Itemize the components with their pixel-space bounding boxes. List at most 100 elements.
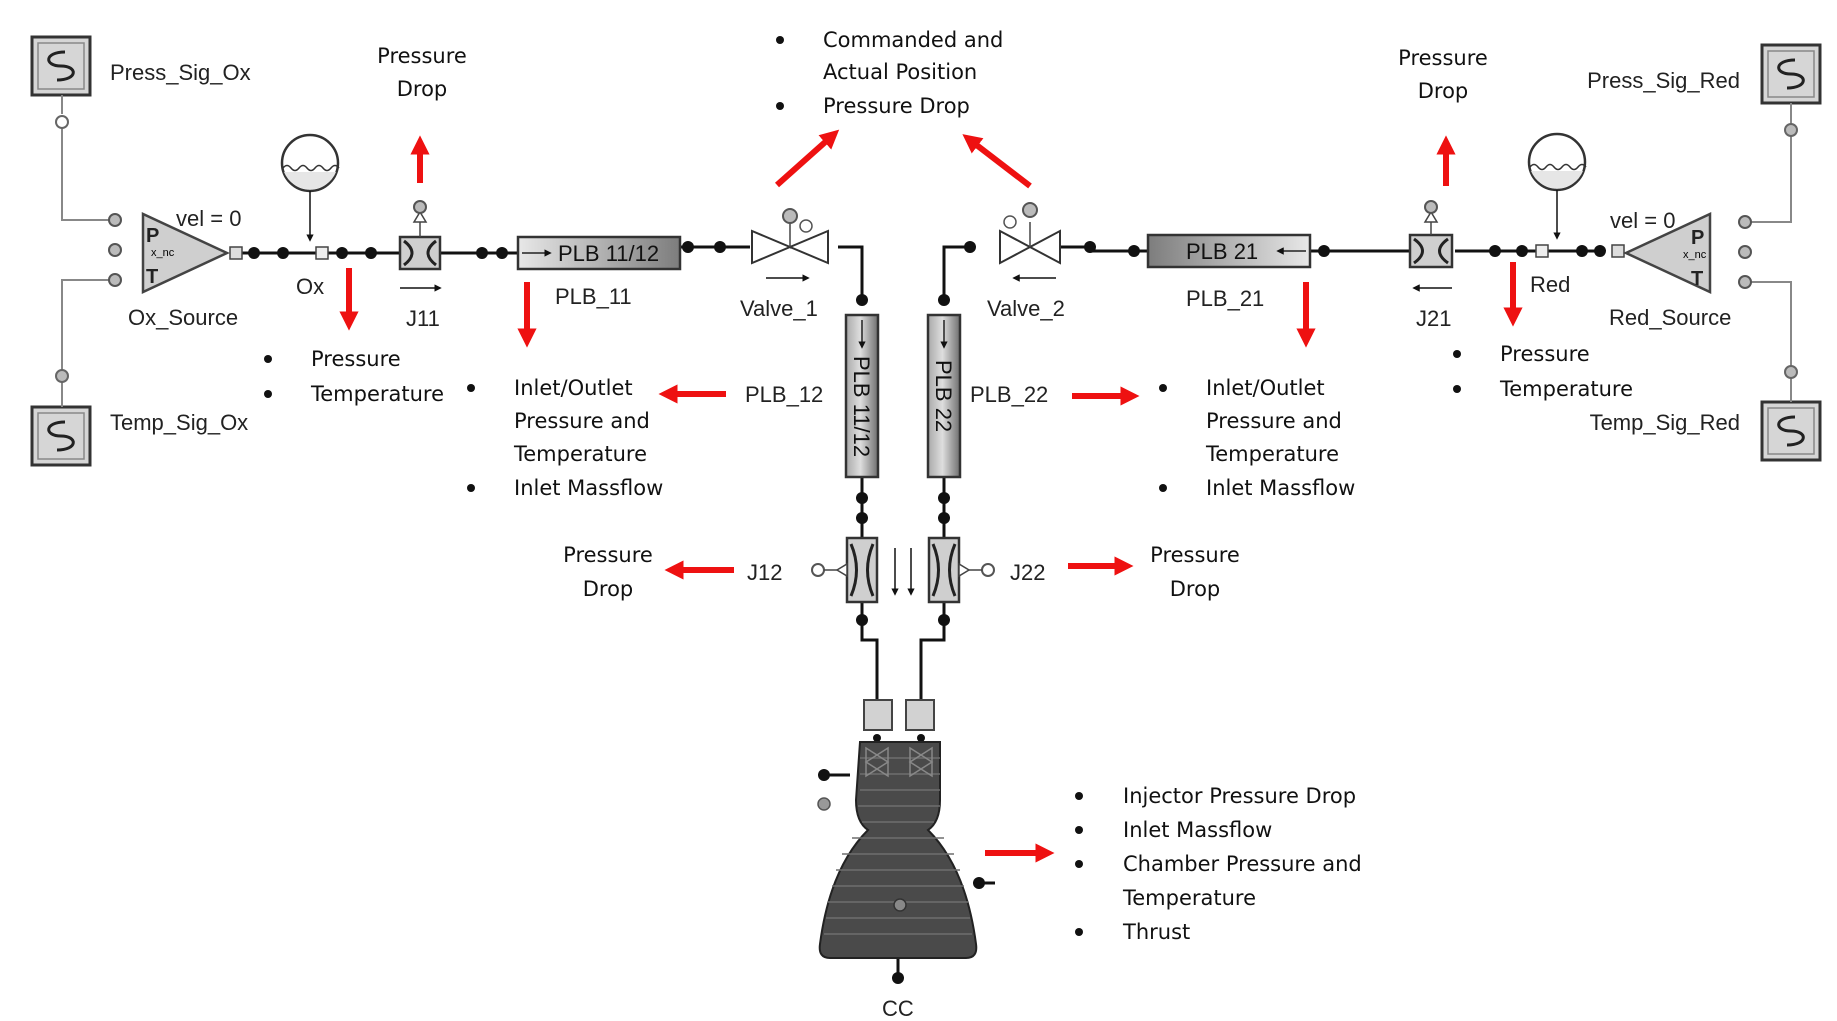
- junction-j12[interactable]: J12: [747, 536, 879, 626]
- valve-1-label: Valve_1: [740, 296, 818, 321]
- j12-label: J12: [747, 560, 782, 585]
- plb-22-label: PLB_22: [970, 382, 1048, 407]
- annotation-j21: Pressure Drop: [1398, 46, 1488, 103]
- rocket-engine-icon: [818, 741, 978, 959]
- red-source[interactable]: P x_nc T vel = 0 Red_Source: [1609, 208, 1752, 330]
- annotation-plb-11: Inlet/Outlet Pressure and Temperature In…: [467, 376, 663, 500]
- junction-j21[interactable]: J21: [1408, 200, 1454, 331]
- ox-source-vel: vel = 0: [176, 206, 241, 231]
- note-line: Inlet Massflow: [1206, 476, 1355, 500]
- valve-1[interactable]: Valve_1: [682, 208, 829, 321]
- note-line: Chamber Pressure and: [1123, 852, 1362, 876]
- note-line: Inlet/Outlet: [514, 376, 633, 400]
- j11-label: J11: [406, 306, 440, 331]
- note-line: Thrust: [1122, 920, 1190, 944]
- note-line: Drop: [397, 77, 448, 101]
- junction-j11[interactable]: J11: [398, 200, 442, 331]
- annotation-valves: Commanded and Actual Position Pressure D…: [776, 28, 1003, 118]
- cc-label: CC: [882, 996, 914, 1021]
- pipe-plb-12[interactable]: PLB 11/12 PLB_12: [745, 294, 880, 524]
- temp-sig-ox[interactable]: Temp_Sig_Ox: [30, 369, 248, 467]
- pipe-plb-11[interactable]: PLB 11/12 PLB_11: [476, 235, 682, 309]
- red-source-xnc: x_nc: [1683, 249, 1707, 261]
- note-line: Pressure: [563, 543, 653, 567]
- note-line: Temperature: [1205, 442, 1339, 466]
- press-sig-red[interactable]: Press_Sig_Red: [1587, 43, 1822, 137]
- note-line: Temperature: [1122, 886, 1256, 910]
- signal-source-icon: [47, 420, 75, 452]
- note-line: Pressure: [1500, 342, 1590, 366]
- temp-sig-red[interactable]: Temp_Sig_Red: [1590, 365, 1822, 462]
- plb-11-12-pipe-text: PLB 11/12: [558, 241, 659, 266]
- note-line: Commanded and: [823, 28, 1003, 52]
- note-line: Inlet/Outlet: [1206, 376, 1325, 400]
- press-sig-ox[interactable]: Press_Sig_Ox: [30, 35, 251, 129]
- reservoir-icon: [280, 133, 340, 242]
- ox-source-p: P: [146, 225, 159, 247]
- annotation-j12: Pressure Drop: [563, 543, 653, 601]
- signal-source-icon: [1777, 58, 1805, 90]
- plb-11-label: PLB_11: [555, 284, 632, 309]
- annotation-arrows: [339, 129, 1523, 863]
- j21-label: J21: [1416, 306, 1451, 331]
- temp-sig-red-label: Temp_Sig_Red: [1590, 410, 1740, 435]
- signal-source-icon: [1777, 415, 1805, 447]
- signal-wires: [61, 122, 1792, 370]
- note-line: Pressure and: [1206, 409, 1342, 433]
- note-line: Drop: [583, 577, 634, 601]
- note-line: Pressure: [1398, 46, 1488, 70]
- ox-source-label: Ox_Source: [128, 305, 238, 330]
- note-line: Drop: [1418, 79, 1469, 103]
- plb-21-label: PLB_21: [1186, 286, 1264, 311]
- note-line: Temperature: [1499, 377, 1633, 401]
- note-line: Pressure: [1150, 543, 1240, 567]
- valve-icon: [751, 229, 793, 265]
- note-line: Pressure: [377, 44, 467, 68]
- press-sig-red-label: Press_Sig_Red: [1587, 68, 1740, 93]
- annotation-j22: Pressure Drop: [1150, 543, 1240, 601]
- red-source-label: Red_Source: [1609, 305, 1731, 330]
- red-node[interactable]: Red: [1489, 244, 1606, 297]
- press-sig-ox-label: Press_Sig_Ox: [110, 60, 251, 85]
- ox-source-xnc: x_nc: [151, 247, 175, 259]
- note-line: Pressure Drop: [823, 94, 970, 118]
- plb-12-pipe-text: PLB 11/12: [849, 356, 874, 457]
- note-line: Inlet Massflow: [514, 476, 663, 500]
- combustion-chamber[interactable]: CC: [817, 699, 985, 1021]
- note-line: Actual Position: [823, 60, 977, 84]
- ox-node[interactable]: Ox: [248, 246, 377, 299]
- ox-source-t: T: [146, 266, 158, 288]
- note-line: Temperature: [310, 382, 444, 406]
- annotation-red-node: Pressure Temperature: [1453, 342, 1633, 401]
- note-line: Inlet Massflow: [1123, 818, 1272, 842]
- ox-source[interactable]: P x_nc T vel = 0 Ox_Source: [108, 206, 243, 330]
- red-source-t: T: [1691, 268, 1703, 290]
- pipe-plb-21[interactable]: PLB 21 PLB_21: [1128, 233, 1330, 311]
- note-line: Pressure and: [514, 409, 650, 433]
- red-source-p: P: [1691, 227, 1704, 249]
- plb-12-label: PLB_12: [745, 382, 823, 407]
- annotation-j11: Pressure Drop: [377, 44, 467, 101]
- temp-sig-ox-label: Temp_Sig_Ox: [110, 410, 248, 435]
- note-line: Temperature: [513, 442, 647, 466]
- note-line: Pressure: [311, 347, 401, 371]
- annotation-ox-node: Pressure Temperature: [264, 347, 444, 406]
- pipe-plb-22[interactable]: PLB 22 PLB_22: [926, 294, 1048, 524]
- red-label: Red: [1530, 272, 1570, 297]
- ox-label: Ox: [296, 274, 324, 299]
- valve-2[interactable]: Valve_2: [964, 202, 1096, 321]
- valve-2-label: Valve_2: [987, 296, 1065, 321]
- junction-j22[interactable]: J22: [927, 536, 1045, 626]
- j22-label: J22: [1010, 560, 1045, 585]
- annotation-plb-21: Inlet/Outlet Pressure and Temperature In…: [1159, 376, 1355, 500]
- annotation-cc: Injector Pressure Drop Inlet Massflow Ch…: [1075, 784, 1362, 944]
- plb-22-pipe-text: PLB 22: [931, 360, 956, 432]
- signal-source-icon: [47, 50, 75, 82]
- note-line: Injector Pressure Drop: [1123, 784, 1356, 808]
- valve-icon: [999, 229, 1033, 265]
- plb-21-pipe-text: PLB 21: [1186, 239, 1258, 264]
- reservoir-icon: [1527, 132, 1587, 240]
- red-source-vel: vel = 0: [1610, 208, 1675, 233]
- note-line: Drop: [1170, 577, 1221, 601]
